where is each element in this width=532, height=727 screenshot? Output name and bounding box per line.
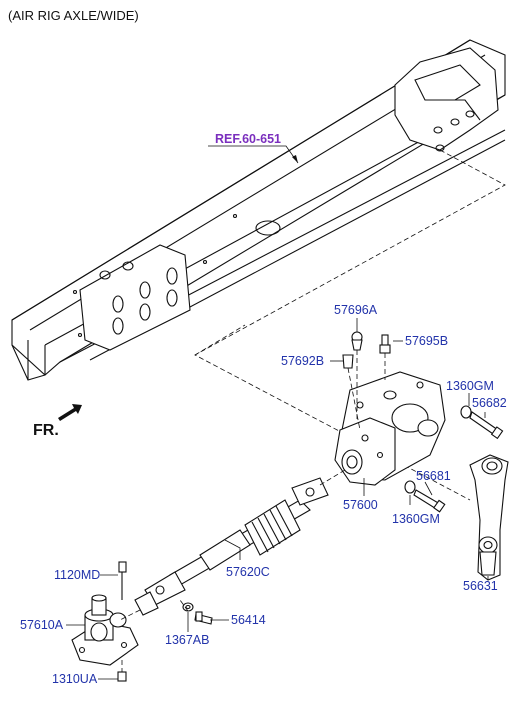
ref-arrowhead: [292, 155, 298, 163]
direction-label: FR.: [33, 422, 59, 439]
label-1310UA[interactable]: 1310UA: [52, 672, 98, 686]
label-1360GM-top[interactable]: 1360GM: [446, 379, 494, 393]
diagram-caption: (AIR RIG AXLE/WIDE): [8, 8, 139, 23]
label-57695B[interactable]: 57695B: [405, 334, 449, 348]
label-57692B[interactable]: 57692B: [281, 354, 325, 368]
forward-arrow-icon: [58, 404, 82, 421]
mounting-outline: [194, 149, 506, 501]
column-housing: [71, 594, 141, 682]
label-57696A[interactable]: 57696A: [334, 303, 378, 317]
label-56414[interactable]: 56414: [231, 613, 266, 627]
ref-label[interactable]: REF.60-651: [215, 132, 282, 146]
label-56681[interactable]: 56681: [416, 469, 451, 483]
label-1360GM-bottom[interactable]: 1360GM: [392, 512, 440, 526]
pitman-arm: [469, 454, 509, 581]
label-57620C[interactable]: 57620C: [226, 565, 270, 579]
label-57610A[interactable]: 57610A: [20, 618, 64, 632]
label-leaders: [66, 318, 489, 680]
steering-shaft: [134, 469, 346, 616]
label-1367AB[interactable]: 1367AB: [165, 633, 210, 647]
steering-gear-box: [334, 371, 446, 486]
label-56631[interactable]: 56631: [463, 579, 498, 593]
label-1120MD[interactable]: 1120MD: [54, 568, 101, 582]
label-57600[interactable]: 57600: [343, 498, 378, 512]
valve-parts: [342, 331, 391, 431]
gear-box-fasteners: [404, 405, 504, 513]
lower-fasteners: [118, 561, 213, 625]
frame-rail: [11, 39, 506, 381]
label-56682[interactable]: 56682: [472, 396, 507, 410]
